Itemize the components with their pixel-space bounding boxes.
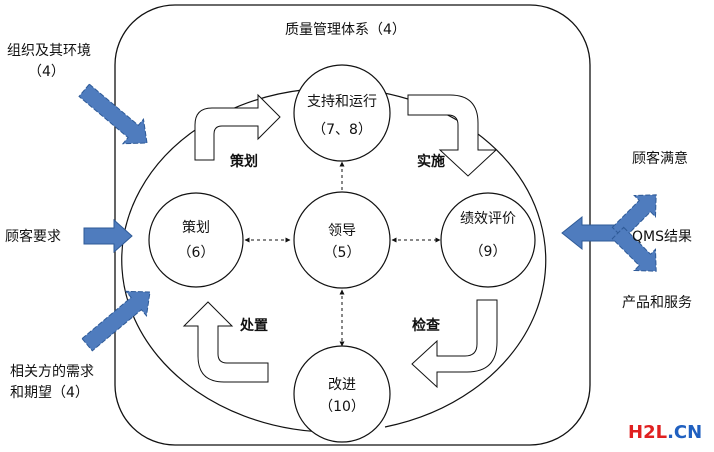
leadership-circle <box>293 191 391 289</box>
node-support-line1: 支持和运行 <box>307 94 377 110</box>
watermark: H2L.CN <box>628 422 702 443</box>
cycle-label-do: 实施 <box>417 153 445 170</box>
node-improve-line1: 改进 <box>328 377 356 393</box>
input-org-context-line2: （4） <box>28 64 65 80</box>
node-improve-circle <box>293 345 391 443</box>
node-plan-circle <box>148 192 244 288</box>
plan-cycle-arrow <box>194 93 281 161</box>
output-main-arrow <box>561 215 621 251</box>
interested-parties-input-arrow <box>81 290 151 352</box>
act-cycle-arrow <box>182 301 269 383</box>
node-plan-line1: 策划 <box>182 219 210 236</box>
org-context-input-arrow <box>78 83 148 145</box>
qms-title: 质量管理体系（4） <box>285 22 406 38</box>
input-interested-parties-line2: 和期望（4） <box>10 385 89 401</box>
input-interested-parties-line1: 相关方的需求 <box>10 364 94 380</box>
products-services-output-arrow <box>611 226 657 272</box>
leadership-line2: （5） <box>324 245 361 261</box>
output-products-services: 产品和服务 <box>622 295 692 311</box>
cycle-label-plan: 策划 <box>229 153 258 170</box>
output-qms-results: QMS结果 <box>632 229 692 245</box>
node-support-line2: （7、8） <box>312 122 372 138</box>
node-plan-line2: （6） <box>178 245 215 261</box>
node-eval-line1: 绩效评价 <box>460 211 516 227</box>
do-cycle-arrow <box>407 94 498 177</box>
node-improve-line2: （10） <box>319 399 365 415</box>
node-eval-circle <box>440 192 536 288</box>
input-org-context-line1: 组织及其环境 <box>7 43 91 59</box>
node-eval-line2: （9） <box>470 244 507 260</box>
input-customer-requirements: 顾客要求 <box>5 228 61 245</box>
customer-requirements-arrow <box>83 218 133 254</box>
check-cycle-arrow <box>411 299 498 389</box>
node-support-circle <box>293 64 391 162</box>
output-customer-satisfaction: 顾客满意 <box>632 150 688 167</box>
cycle-label-check: 检查 <box>412 317 441 334</box>
leadership-line1: 领导 <box>328 223 356 239</box>
cycle-label-act: 处置 <box>239 317 268 334</box>
